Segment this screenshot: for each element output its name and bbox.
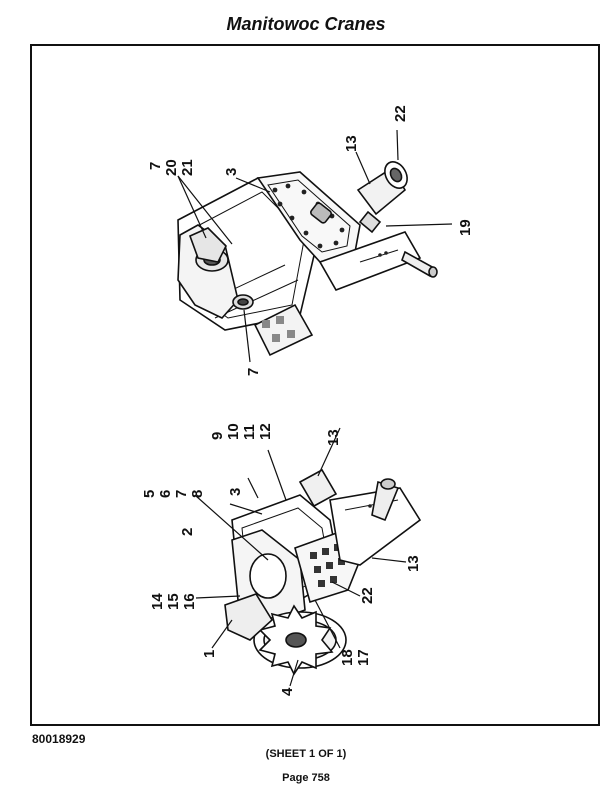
callout-lower-3: 3 [227, 488, 244, 496]
callout-upper-19: 19 [457, 219, 474, 236]
lower-callouts: 5 6 7 8 9 10 11 12 2 3 13 14 15 16 1 4 1… [141, 423, 422, 696]
callout-upper-20: 20 [163, 159, 180, 176]
callout-lower-13-bottom: 13 [405, 555, 422, 572]
callout-lower-8: 8 [189, 490, 206, 498]
callout-upper-21: 21 [179, 159, 196, 176]
callout-upper-13: 13 [343, 135, 360, 152]
callout-upper-7-top: 7 [147, 162, 164, 170]
drawing-frame [30, 44, 600, 726]
callout-lower-4: 4 [279, 687, 296, 696]
callout-lower-16: 16 [181, 593, 198, 610]
callout-lower-7: 7 [173, 490, 190, 498]
callout-lower-10: 10 [225, 423, 242, 440]
callout-lower-11: 11 [241, 424, 258, 440]
upper-valve-block [253, 303, 314, 357]
upper-base-plate [318, 231, 422, 291]
callout-lower-2: 2 [179, 528, 196, 536]
callout-lower-14: 14 [149, 593, 166, 610]
page-title: Manitowoc Cranes [226, 14, 386, 34]
callout-lower-13-top: 13 [325, 429, 342, 446]
upper-bolt-pattern [272, 183, 345, 249]
callout-upper-7-bottom: 7 [245, 368, 262, 376]
upper-leader-lines [177, 129, 453, 363]
callout-lower-1: 1 [201, 650, 218, 658]
page-number: Page 758 [282, 772, 330, 784]
callout-lower-5: 5 [141, 490, 158, 498]
callout-lower-22: 22 [359, 587, 376, 604]
callout-lower-12: 12 [257, 423, 274, 440]
callout-lower-17: 17 [355, 649, 372, 666]
lower-assembly [224, 468, 422, 676]
lower-coupling [298, 468, 338, 508]
callout-lower-15: 15 [165, 593, 182, 610]
lower-pinion-gear [253, 604, 347, 676]
upper-assembly [177, 161, 438, 357]
lower-leader-lines [195, 427, 407, 687]
callout-upper-3: 3 [223, 168, 240, 176]
sheet-indicator: (SHEET 1 OF 1) [265, 748, 347, 760]
upper-callouts: 7 20 21 3 13 22 19 7 [147, 105, 474, 376]
document-number: 80018929 [32, 732, 86, 746]
upper-brake-unit [188, 227, 227, 263]
callout-lower-9: 9 [209, 432, 226, 440]
callout-lower-18: 18 [339, 649, 356, 666]
callout-upper-22: 22 [392, 105, 409, 122]
callout-lower-6: 6 [157, 490, 174, 498]
